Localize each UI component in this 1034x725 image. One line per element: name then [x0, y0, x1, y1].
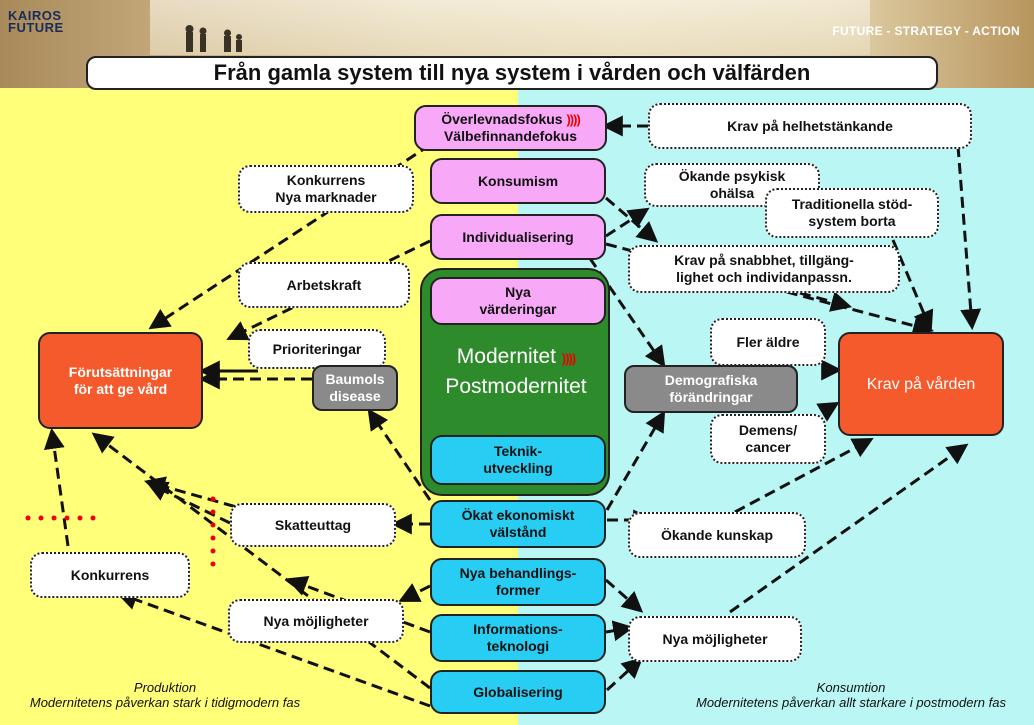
- okat-valstand-box: Ökat ekonomiskt välstånd: [430, 500, 606, 548]
- postmodernitet-label: Postmodernitet: [445, 375, 587, 398]
- traditionella-box: Traditionella stöd- system borta: [765, 188, 939, 238]
- forutsattningar-box: Förutsättningar för att ge vård: [38, 332, 203, 429]
- demens-cancer-box: Demens/ cancer: [710, 414, 826, 464]
- konkurrens-marknader-box: Konkurrens Nya marknader: [238, 165, 414, 213]
- baumols-box: Baumols disease: [312, 365, 398, 411]
- tagline: FUTURE - STRATEGY - ACTION: [832, 24, 1020, 38]
- informationsteknologi-box: Informations- teknologi: [430, 614, 606, 662]
- fler-aldre-box: Fler äldre: [710, 318, 826, 366]
- consumption-caption: Konsumtion Modernitetens påverkan allt s…: [696, 680, 1006, 710]
- krav-helhet-box: Krav på helhetstänkande: [648, 103, 972, 149]
- krav-pa-varden-box: Krav på vården: [838, 332, 1004, 436]
- modernitet-text: Modernitet )))) Postmodernitet: [424, 343, 608, 401]
- page-title: Från gamla system till nya system i vård…: [86, 56, 938, 90]
- okande-kunskap-box: Ökande kunskap: [628, 512, 806, 558]
- production-caption: Produktion Modernitetens påverkan stark …: [29, 680, 301, 710]
- modernitet-label: Modernitet: [456, 345, 557, 368]
- nya-mojligheter-right-box: Nya möjligheter: [628, 616, 802, 662]
- konkurrens-box: Konkurrens: [30, 552, 190, 598]
- teknikutveckling-box: Teknik- utveckling: [430, 435, 606, 485]
- snabbhet-box: Krav på snabbhet, tillgäng- lighet och i…: [628, 245, 900, 293]
- overlevnad-box: Överlevnadsfokus ))))Välbefinnandefokus: [414, 105, 607, 151]
- banner-photo: [150, 0, 870, 55]
- silhouettes-image: [185, 25, 242, 52]
- red-dotted-marks: [25, 496, 216, 567]
- demografiska-box: Demografiska förändringar: [624, 365, 798, 413]
- nya-mojligheter-left-box: Nya möjligheter: [228, 599, 404, 643]
- konsumism-box: Konsumism: [430, 158, 606, 204]
- globalisering-box: Globalisering: [430, 670, 606, 714]
- individualisering-box: Individualisering: [430, 214, 606, 260]
- arbetskraft-box: Arbetskraft: [238, 262, 410, 308]
- nya-varderingar-box: Nya värderingar: [430, 277, 606, 325]
- prioriteringar-box: Prioriteringar: [248, 329, 386, 369]
- modernitet-marks: )))): [561, 351, 576, 366]
- skatteuttag-box: Skatteuttag: [230, 503, 396, 547]
- nya-behandlingsformer-box: Nya behandlings- former: [430, 558, 606, 606]
